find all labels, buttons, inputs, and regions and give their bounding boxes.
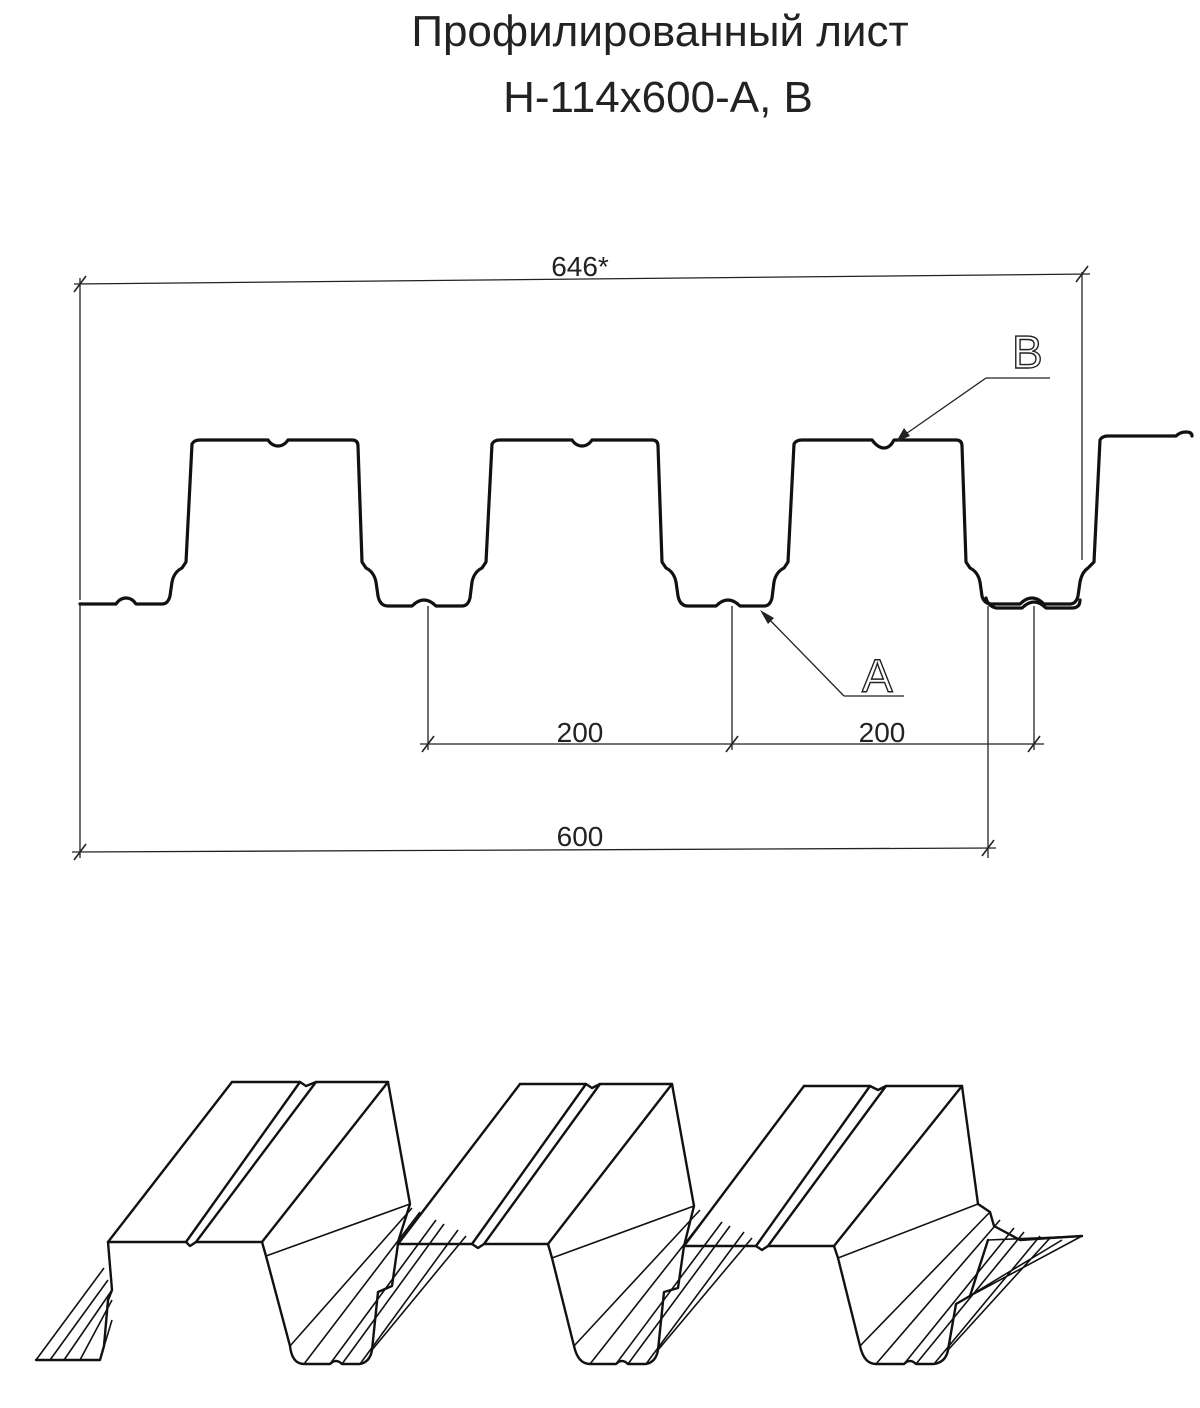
callout-a-label: А xyxy=(862,650,893,702)
dim-useful-label: 600 xyxy=(557,821,604,852)
callout-b-label: В xyxy=(1012,326,1043,378)
dim-pitch-2-label: 200 xyxy=(859,717,906,748)
profile-line xyxy=(78,430,1194,608)
iso-web-lines xyxy=(265,1203,1083,1365)
dim-pitches: 200 200 xyxy=(420,606,1044,753)
dim-overall: 646* xyxy=(73,251,1091,600)
iso-ridge-edges xyxy=(106,1080,964,1248)
callout-b-arrow-icon xyxy=(896,428,910,442)
title-line-2: Н-114х600-А, В xyxy=(503,73,813,122)
overlap-sheet-line xyxy=(984,596,1082,610)
isometric-view xyxy=(34,1080,1084,1366)
iso-left-flange xyxy=(35,1267,113,1361)
dim-pitch-1-label: 200 xyxy=(557,717,604,748)
title-line-1: Профилированный лист xyxy=(411,7,909,56)
callout-a: А xyxy=(760,610,904,703)
dim-overall-label: 646* xyxy=(551,251,609,282)
callout-b: В xyxy=(896,325,1050,442)
iso-front-profile xyxy=(34,1238,990,1366)
dim-useful: 600 xyxy=(71,604,997,861)
cross-section: 646* 200 200 600 А xyxy=(71,251,1194,861)
callout-a-arrow-icon xyxy=(760,610,774,624)
